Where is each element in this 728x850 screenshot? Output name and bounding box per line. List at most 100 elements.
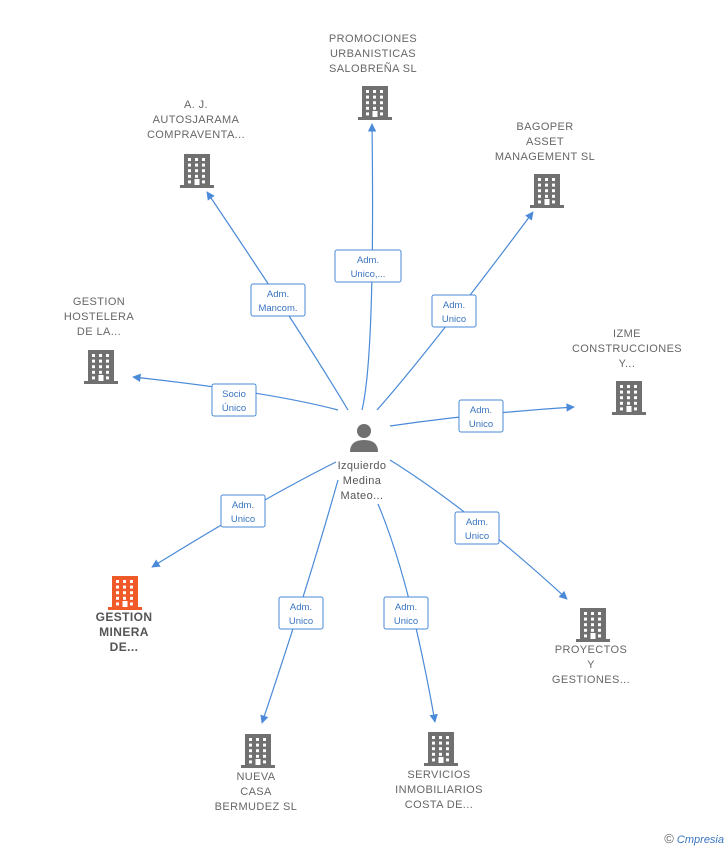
company-node-autosjarama[interactable]: A. J. AUTOSJARAMA COMPRAVENTA... (147, 99, 245, 188)
company-name-izme-line: IZME (613, 328, 641, 340)
relation-box (383, 596, 429, 630)
relation-line: Adm. (267, 289, 289, 300)
company-name-servicios-line: SERVICIOS (407, 769, 470, 781)
building-icon[interactable] (576, 608, 610, 642)
building-icon[interactable] (108, 576, 142, 610)
relation-line: Unico (394, 616, 418, 627)
company-node-servicios[interactable]: SERVICIOS INMOBILIARIOS COSTA DE... (395, 732, 483, 811)
company-name-promociones-line: PROMOCIONES (329, 33, 417, 45)
building-icon[interactable] (530, 174, 564, 208)
relation-box (220, 494, 266, 528)
building-icon[interactable] (424, 732, 458, 766)
copyright-symbol: © (664, 831, 674, 846)
relation-line: Unico (289, 616, 313, 627)
company-name-servicios-line: INMOBILIARIOS (395, 784, 483, 796)
company-name-autosjarama-line: AUTOSJARAMA (153, 114, 240, 126)
company-name-promociones[interactable]: PROMOCIONES URBANISTICAS SALOBREÑA SL (329, 33, 417, 75)
company-name-autosjarama-line: A. J. (184, 99, 208, 111)
company-name-bagoper-line: BAGOPER (516, 121, 573, 133)
relation-text: Adm. Unico (442, 300, 466, 325)
relation-line: Único (222, 403, 246, 414)
company-name-nueva-casa-line: CASA (240, 786, 272, 798)
relation-line: Adm. (466, 517, 488, 528)
company-node-bagoper[interactable]: BAGOPER ASSET MANAGEMENT SL (495, 121, 595, 208)
company-name-izme-line: Y... (619, 358, 636, 370)
footer-brand[interactable]: © Cmpresia (664, 831, 724, 846)
company-name-bagoper-line: MANAGEMENT SL (495, 151, 595, 163)
company-name-minera-line: MINERA (99, 625, 149, 639)
company-name-servicios[interactable]: SERVICIOS INMOBILIARIOS COSTA DE... (395, 769, 483, 811)
company-name-autosjarama[interactable]: A. J. AUTOSJARAMA COMPRAVENTA... (147, 99, 245, 141)
building-icon[interactable] (241, 734, 275, 768)
relation-line: Unico (465, 531, 489, 542)
relation-badge-bagoper[interactable]: Adm. Unico (431, 294, 477, 328)
company-name-proyectos-line: PROYECTOS (555, 644, 627, 656)
relation-badge-autosjarama[interactable]: Adm. Mancom. (250, 283, 306, 317)
edge-nueva-casa (260, 479, 339, 724)
person-name-line: Izquierdo (338, 460, 387, 472)
relation-line: Adm. (290, 602, 312, 613)
company-name-nueva-casa-line: BERMUDEZ SL (215, 801, 298, 813)
company-name-hostelera[interactable]: GESTION HOSTELERA DE LA... (64, 296, 134, 338)
relation-box (278, 596, 324, 630)
company-node-hostelera[interactable]: GESTION HOSTELERA DE LA... (64, 296, 134, 384)
relation-line: Adm. (470, 405, 492, 416)
relation-line: Unico (442, 314, 466, 325)
relation-badge-servicios[interactable]: Adm. Unico (383, 596, 429, 630)
relation-badge-promociones[interactable]: Adm.Unico,... (334, 249, 402, 283)
relation-badge-proyectos[interactable]: Adm. Unico (454, 511, 500, 545)
relation-text: Adm.Unico,... (351, 255, 386, 280)
company-name-minera-line: GESTION (96, 610, 153, 624)
relation-badge-nueva-casa[interactable]: Adm. Unico (278, 596, 324, 630)
company-name-hostelera-line: GESTION (73, 296, 125, 308)
building-icon[interactable] (84, 350, 118, 384)
company-name-bagoper-line: ASSET (526, 136, 564, 148)
relation-box (454, 511, 500, 545)
company-name-minera-line: DE... (110, 640, 139, 654)
company-name-hostelera-line: HOSTELERA (64, 311, 134, 323)
building-icon[interactable] (180, 154, 214, 188)
relation-text: Adm. Unico (469, 405, 493, 430)
relation-line: Mancom. (258, 303, 297, 314)
relation-line: Unico (231, 514, 255, 525)
relation-line: Unico (469, 419, 493, 430)
relation-badge-minera[interactable]: Adm. Unico (220, 494, 266, 528)
brand-initial: C (676, 834, 685, 846)
relation-line: Adm. (232, 500, 254, 511)
company-name-hostelera-line: DE LA... (77, 326, 121, 338)
relation-line: Socio (222, 389, 246, 400)
relation-line: Adm. (357, 255, 379, 266)
relation-text: Adm. Unico (394, 602, 418, 627)
company-name-promociones-line: URBANISTICAS (330, 48, 416, 60)
relation-line: Adm. (395, 602, 417, 613)
person-name-line: Medina (343, 475, 382, 487)
relation-text: Adm. Unico (465, 517, 489, 542)
company-name-autosjarama-line: COMPRAVENTA... (147, 129, 245, 141)
relation-badge-izme[interactable]: Adm. Unico (458, 399, 504, 433)
company-name-promociones-line: SALOBREÑA SL (329, 62, 417, 75)
relation-box (458, 399, 504, 433)
person-name-line: Mateo... (341, 490, 384, 502)
company-node-promociones[interactable]: PROMOCIONES URBANISTICAS SALOBREÑA SL (329, 33, 417, 120)
building-icon[interactable] (612, 381, 646, 415)
relation-line: Adm. (443, 300, 465, 311)
company-name-servicios-line: COSTA DE... (405, 799, 473, 811)
edge-promociones (361, 123, 377, 411)
company-name-bagoper[interactable]: BAGOPER ASSET MANAGEMENT SL (495, 121, 595, 163)
relation-box (431, 294, 477, 328)
brand-name: mpresia (684, 834, 724, 846)
person-icon (350, 424, 378, 452)
building-icon[interactable] (358, 86, 392, 120)
